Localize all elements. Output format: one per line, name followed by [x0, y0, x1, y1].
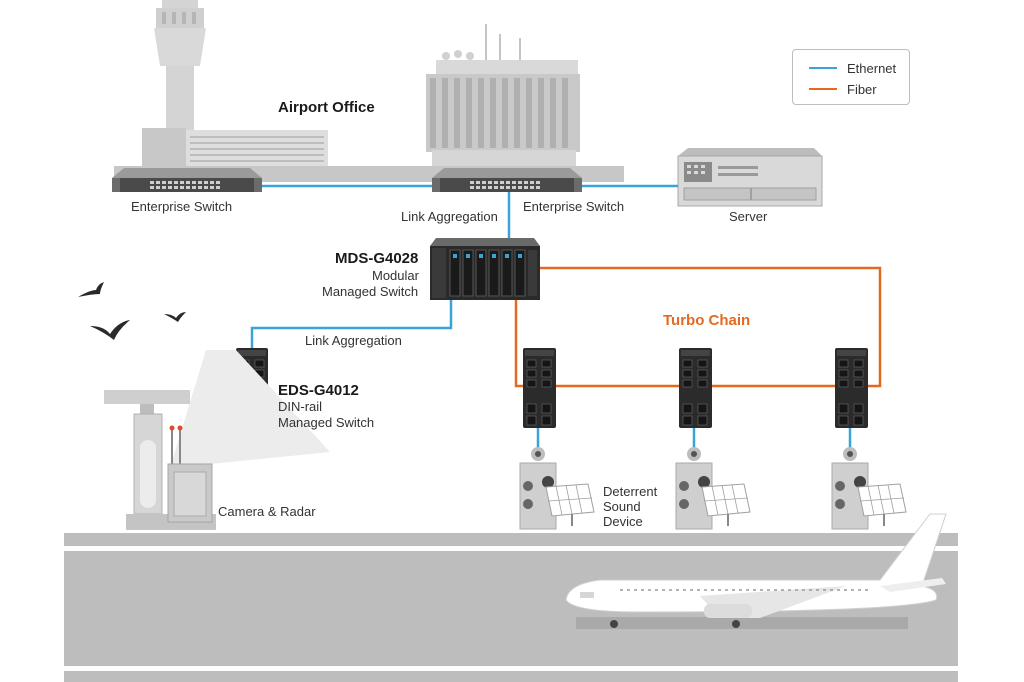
camera-radar-label: Camera & Radar: [218, 504, 316, 519]
mds-g4028-device: [430, 238, 540, 300]
deterrent-device-2: [675, 447, 751, 530]
eds-line2-label: Managed Switch: [278, 415, 375, 430]
legend-label-fiber: Fiber: [847, 81, 877, 97]
camera-radar-station: [104, 350, 330, 530]
mds-line1-label: Modular: [372, 268, 419, 283]
legend-label-ethernet: Ethernet: [847, 60, 897, 76]
mds-model-label: MDS-G4028: [335, 250, 419, 267]
turbo-chain-label: Turbo Chain: [663, 312, 751, 329]
mds-line2-label: Managed Switch: [322, 284, 419, 299]
deterrent-device-1: [519, 447, 595, 530]
enterprise-switch-right-device: [432, 168, 582, 192]
deterrent-line1-label: Deterrent: [603, 484, 658, 499]
terminal-building: [426, 24, 580, 168]
eds-line1-label: DIN-rail: [278, 399, 323, 414]
deterrent-line2-label: Sound: [603, 499, 641, 514]
deterrent-device-3: [831, 447, 907, 530]
legend-swatch-ethernet: [809, 67, 837, 69]
enterprise-switch-left-device: [112, 168, 262, 192]
enterprise-switch-left-label: Enterprise Switch: [131, 199, 233, 214]
link-aggregation-bottom-label: Link Aggregation: [305, 333, 402, 348]
birds: [78, 282, 186, 340]
fiber-links: [514, 266, 882, 388]
control-tower: [142, 0, 328, 166]
legend-swatch-fiber: [809, 88, 837, 90]
turbo-switch-2: [679, 348, 712, 428]
legend-item-ethernet: Ethernet: [809, 60, 896, 76]
turbo-switch-1: [523, 348, 556, 428]
ethernet-links: [250, 184, 852, 448]
airport-office-label: Airport Office: [278, 99, 375, 116]
legend-item-fiber: Fiber: [809, 81, 877, 97]
turbo-switch-3: [835, 348, 868, 428]
legend: Ethernet Fiber: [792, 49, 910, 105]
enterprise-switch-right-label: Enterprise Switch: [523, 199, 625, 214]
eds-model-label: EDS-G4012: [278, 382, 359, 399]
airplane: [565, 513, 947, 628]
link-aggregation-top-label: Link Aggregation: [401, 209, 498, 224]
server-device: [677, 148, 823, 207]
deterrent-line3-label: Device: [603, 514, 643, 529]
server-label: Server: [729, 209, 768, 224]
